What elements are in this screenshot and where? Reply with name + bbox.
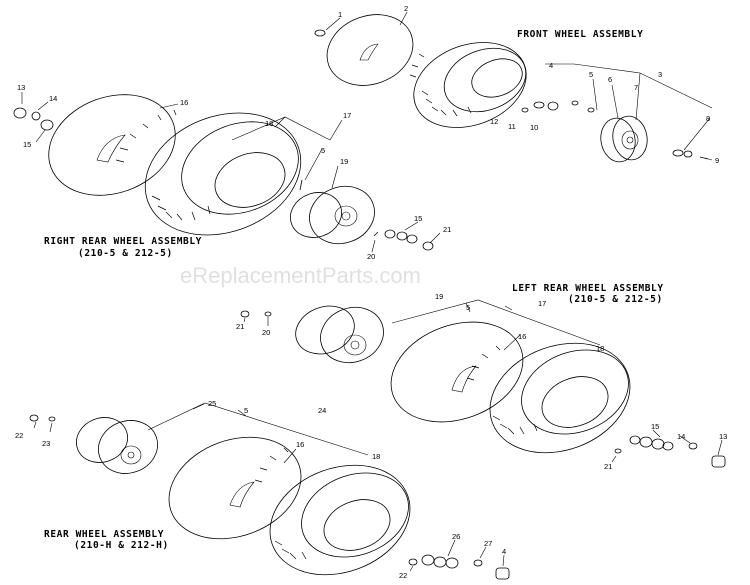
callout-25: 25 (208, 399, 216, 408)
callout-4: 4 (549, 61, 553, 70)
callout-21-lr: 21 (236, 322, 244, 331)
callout-12: 12 (490, 117, 498, 126)
rear-assembly-title: REAR WHEEL ASSEMBLY (44, 529, 164, 540)
callout-26: 26 (452, 532, 460, 541)
callout-19: 19 (340, 157, 348, 166)
front-hardware (521, 100, 709, 160)
callout-5-rr: 5 (321, 146, 325, 155)
callout-5: 5 (589, 70, 593, 79)
rear-assembly-subtitle: (210-H & 212-H) (74, 540, 169, 551)
callout-7: 7 (634, 83, 638, 92)
callout-15-rr: 15 (414, 214, 422, 223)
callout-22: 22 (15, 431, 23, 440)
left-rear-tire (466, 342, 631, 454)
right-rear-inner-tube (48, 94, 176, 196)
callout-16: 16 (180, 98, 188, 107)
callout-21b-lr: 21 (604, 462, 612, 471)
front-assembly-title: FRONT WHEEL ASSEMBLY (517, 29, 643, 40)
left-rear-wheel-assembly: LEFT REAR WHEEL ASSEMBLY (210-5 & 212-5) (236, 283, 727, 471)
callout-8: 8 (706, 114, 710, 123)
callout-16-lr: 16 (518, 332, 526, 341)
callout-13-lr: 13 (719, 432, 727, 441)
left-rear-rim (295, 305, 384, 364)
front-wheel-assembly: FRONT WHEEL ASSEMBLY (314, 4, 719, 165)
callout-15: 15 (23, 140, 31, 149)
right-rear-leaders (21, 92, 441, 253)
rear-inner-tube (168, 436, 302, 540)
front-leaders (325, 11, 713, 161)
callout-19-lr: 19 (435, 292, 443, 301)
rear-wheel-assembly: REAR WHEEL ASSEMBLY (210-H & 212-H) (15, 399, 510, 580)
right-rear-subtitle: (210-5 & 212-5) (78, 248, 173, 259)
left-rear-inner-tube (390, 321, 524, 423)
right-rear-bearing (40, 119, 54, 131)
callout-24: 24 (318, 406, 326, 415)
callout-10: 10 (530, 123, 538, 132)
rear-nut (29, 414, 39, 422)
left-rear-title: LEFT REAR WHEEL ASSEMBLY (512, 283, 664, 294)
right-rear-rim (290, 185, 375, 245)
callout-22b: 22 (399, 571, 407, 580)
right-rear-hub-cap (13, 107, 27, 119)
callout-15-lr: 15 (651, 422, 659, 431)
left-rear-nut (240, 310, 250, 318)
callout-3: 3 (658, 70, 662, 79)
left-rear-leaders (243, 299, 723, 463)
callout-21: 21 (443, 225, 451, 234)
right-rear-hardware (299, 179, 434, 251)
callout-2: 2 (404, 4, 408, 13)
watermark-text: eReplacementParts.com (180, 263, 421, 288)
callout-1: 1 (338, 10, 342, 19)
right-rear-tire (115, 109, 302, 236)
rear-rim (76, 417, 158, 474)
rear-pin (48, 416, 56, 422)
left-rear-subtitle: (210-5 & 212-5) (568, 294, 663, 305)
callout-23: 23 (42, 439, 50, 448)
callout-13: 13 (17, 83, 25, 92)
callout-18: 18 (265, 119, 273, 128)
left-rear-pin (264, 311, 272, 317)
callout-20: 20 (367, 252, 375, 261)
front-tire (409, 42, 527, 128)
front-hub-cap (314, 29, 326, 37)
front-rim (600, 115, 648, 163)
right-rear-title: RIGHT REAR WHEEL ASSEMBLY (44, 236, 202, 247)
callout-9: 9 (715, 156, 719, 165)
right-rear-washer (31, 111, 41, 121)
callout-5-lr: 5 (466, 303, 470, 312)
callout-16-rw: 16 (296, 440, 304, 449)
callout-17-lr: 17 (538, 299, 546, 308)
rear-tire (254, 447, 411, 576)
rear-leaders (33, 402, 505, 572)
callout-18-rw: 18 (372, 452, 380, 461)
callout-20-lr: 20 (262, 328, 270, 337)
front-inner-tube (326, 14, 414, 86)
rear-hardware (408, 554, 510, 580)
left-rear-hardware (614, 435, 726, 468)
callout-14-lr: 14 (677, 432, 685, 441)
callout-14: 14 (49, 94, 57, 103)
callout-17: 17 (343, 111, 351, 120)
callout-27: 27 (484, 539, 492, 548)
callout-18-lr: 18 (596, 344, 604, 353)
right-rear-wheel-assembly: RIGHT REAR WHEEL ASSEMBLY (210-5 & 212-5… (13, 83, 451, 261)
callout-11: 11 (508, 122, 516, 131)
callout-6: 6 (608, 75, 612, 84)
callout-4-rw: 4 (502, 547, 506, 556)
callout-5-rw: 5 (244, 406, 248, 415)
